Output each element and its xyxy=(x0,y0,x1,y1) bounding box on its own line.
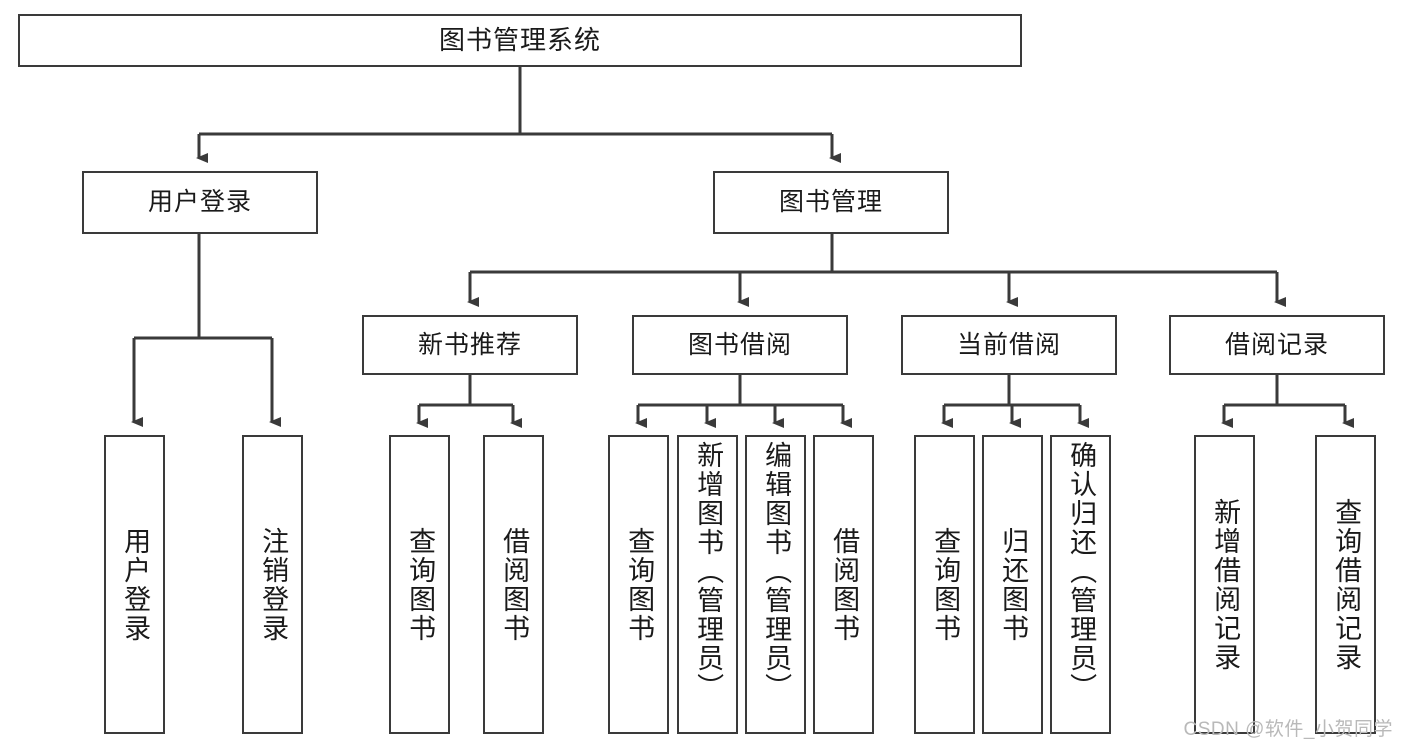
node-label: 查询图书 xyxy=(930,526,961,643)
node-label: 用户登录 xyxy=(147,188,252,217)
leaf-record-query-record[interactable]: 查询借阅记录 xyxy=(1315,435,1376,734)
leaf-recommend-borrow-book[interactable]: 借阅图书 xyxy=(483,435,544,734)
node-label: 新书推荐 xyxy=(417,330,522,359)
leaf-borrow-query-book[interactable]: 查询图书 xyxy=(608,435,669,734)
node-label: 查询借阅记录 xyxy=(1331,497,1362,672)
node-root-system[interactable]: 图书管理系统 xyxy=(18,14,1022,67)
node-new-book-recommend[interactable]: 新书推荐 xyxy=(362,315,578,375)
node-label: 借阅图书 xyxy=(829,526,860,643)
node-label: 图书管理系统 xyxy=(438,24,601,55)
leaf-borrow-borrow-book[interactable]: 借阅图书 xyxy=(813,435,874,734)
leaf-user-login-signout[interactable]: 注销登录 xyxy=(242,435,303,734)
node-label: 归还图书 xyxy=(998,526,1029,643)
node-label: 编辑图书（管理员） xyxy=(761,441,792,702)
node-book-management[interactable]: 图书管理 xyxy=(713,171,949,234)
leaf-recommend-query-book[interactable]: 查询图书 xyxy=(389,435,450,734)
csdn-watermark: CSDN @软件_小贺同学 xyxy=(1183,719,1393,740)
leaf-current-return-book[interactable]: 归还图书 xyxy=(982,435,1043,734)
node-label: 借阅记录 xyxy=(1224,330,1329,359)
node-label: 注销登录 xyxy=(258,526,289,643)
node-book-borrow[interactable]: 图书借阅 xyxy=(632,315,848,375)
leaf-borrow-edit-book-admin[interactable]: 编辑图书（管理员） xyxy=(745,435,806,734)
node-label: 新增图书（管理员） xyxy=(693,441,724,702)
node-label: 新增借阅记录 xyxy=(1210,497,1241,672)
node-user-login[interactable]: 用户登录 xyxy=(82,171,318,234)
node-borrow-record[interactable]: 借阅记录 xyxy=(1169,315,1385,375)
node-label: 查询图书 xyxy=(624,526,655,643)
node-label: 借阅图书 xyxy=(499,526,530,643)
node-label: 查询图书 xyxy=(405,526,436,643)
leaf-user-login-signin[interactable]: 用户登录 xyxy=(104,435,165,734)
node-label: 用户登录 xyxy=(120,526,151,643)
leaf-record-add-record[interactable]: 新增借阅记录 xyxy=(1194,435,1255,734)
node-label: 图书管理 xyxy=(778,188,883,217)
leaf-current-confirm-return-admin[interactable]: 确认归还（管理员） xyxy=(1050,435,1111,734)
node-current-borrow[interactable]: 当前借阅 xyxy=(901,315,1117,375)
node-label: 图书借阅 xyxy=(687,330,792,359)
leaf-current-query-book[interactable]: 查询图书 xyxy=(914,435,975,734)
node-label: 确认归还（管理员） xyxy=(1066,441,1097,702)
node-label: 当前借阅 xyxy=(956,330,1061,359)
leaf-borrow-add-book-admin[interactable]: 新增图书（管理员） xyxy=(677,435,738,734)
